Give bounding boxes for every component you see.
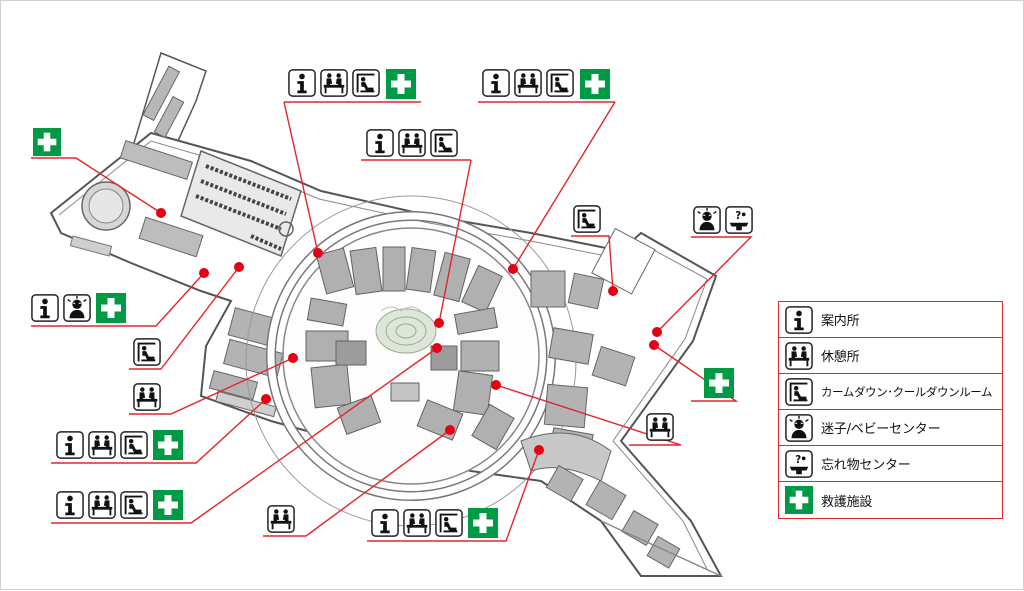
callout-west-calmdown[interactable] xyxy=(133,338,161,366)
dot-east-lost[interactable] xyxy=(652,327,662,337)
calmdown-icon xyxy=(785,378,813,406)
dot-center-north[interactable] xyxy=(434,318,444,328)
legend-row-calmdown: カームダウン･クールダウンルーム xyxy=(779,374,1002,410)
legend-row-first-aid: 救護施設 xyxy=(779,482,1002,518)
dot-west-lost-child[interactable] xyxy=(199,268,209,278)
first-aid-icon xyxy=(785,486,813,514)
rest-icon xyxy=(133,383,161,411)
calmdown-icon xyxy=(352,69,380,97)
first-aid-icon xyxy=(96,293,126,323)
leader-lines xyxy=(31,101,753,542)
calmdown-icon xyxy=(120,491,148,519)
info-icon xyxy=(56,491,84,519)
callout-west-gate-first-aid[interactable] xyxy=(33,128,61,156)
rest-icon xyxy=(320,69,348,97)
dot-south-west-hub[interactable] xyxy=(261,394,271,404)
dot-west-first-aid[interactable] xyxy=(156,208,166,218)
callout-center-north-info[interactable] xyxy=(366,129,458,157)
info-icon xyxy=(366,129,394,157)
legend-label: 案内所 xyxy=(821,314,860,329)
legend-row-lost-item: 忘れ物センター xyxy=(779,446,1002,482)
callout-north-east-info-hub[interactable] xyxy=(482,69,610,99)
legend-label: カームダウン･クールダウンルーム xyxy=(821,384,993,399)
callout-east-first-aid[interactable] xyxy=(704,368,734,398)
callout-east-lost-center[interactable] xyxy=(693,206,753,234)
dot-west-rest[interactable] xyxy=(288,353,298,363)
first-aid-icon xyxy=(153,490,183,520)
calmdown-icon xyxy=(133,338,161,366)
calmdown-icon xyxy=(430,129,458,157)
callout-south-west-info-hub[interactable] xyxy=(56,430,183,460)
callout-east-rest[interactable] xyxy=(646,413,674,441)
calmdown-icon xyxy=(120,431,148,459)
dot-north-east-hub[interactable] xyxy=(508,264,518,274)
rest-icon xyxy=(267,505,295,533)
rest-icon xyxy=(785,342,813,370)
legend-label: 救護施設 xyxy=(821,494,873,510)
calmdown-icon xyxy=(435,509,463,537)
lost-child-icon xyxy=(63,294,91,322)
legend-label: 迷子/ベビーセンター xyxy=(821,422,941,437)
location-dots xyxy=(156,208,662,455)
dot-west-calmdown[interactable] xyxy=(234,262,244,272)
lost-item-icon xyxy=(785,450,813,478)
rest-icon xyxy=(398,129,426,157)
bus-terminal xyxy=(180,150,302,257)
dot-center[interactable] xyxy=(432,343,442,353)
callout-west-info-lost-child[interactable] xyxy=(31,293,126,323)
legend-row-rest: 休憩所 xyxy=(779,338,1002,374)
rest-icon xyxy=(88,491,116,519)
first-aid-icon xyxy=(386,69,416,99)
legend-row-info: 案内所 xyxy=(779,302,1002,338)
dot-south-hub[interactable] xyxy=(534,445,544,455)
first-aid-icon xyxy=(33,128,61,156)
callout-south-info-hub[interactable] xyxy=(371,508,498,538)
calmdown-icon xyxy=(573,205,601,233)
first-aid-icon xyxy=(580,69,610,99)
legend: 案内所 休憩所 カームダウン･クールダウンルーム 迷子/ベビーセンター 忘れ物セ… xyxy=(778,301,1003,519)
dot-center-rest[interactable] xyxy=(445,425,455,435)
legend-label: 忘れ物センター xyxy=(821,458,911,473)
callout-east-calmdown[interactable] xyxy=(573,205,601,233)
lost-child-icon xyxy=(693,206,721,234)
rest-icon xyxy=(646,413,674,441)
info-icon xyxy=(288,69,316,97)
rest-icon xyxy=(403,509,431,537)
dot-north-hub[interactable] xyxy=(313,248,323,258)
pavilions xyxy=(305,246,515,451)
callout-center-rest[interactable] xyxy=(267,505,295,533)
legend-label: 休憩所 xyxy=(821,350,860,365)
info-icon xyxy=(785,306,813,334)
dot-east-first-aid[interactable] xyxy=(649,340,659,350)
south-east-gate xyxy=(520,432,722,577)
west-wing-buildings xyxy=(208,307,284,418)
info-icon xyxy=(371,509,399,537)
lost-item-icon xyxy=(725,206,753,234)
first-aid-icon xyxy=(468,508,498,538)
west-plaza xyxy=(69,65,204,258)
rest-icon xyxy=(88,431,116,459)
callout-west-rest[interactable] xyxy=(133,383,161,411)
first-aid-icon xyxy=(704,368,734,398)
callout-north-info-hub[interactable] xyxy=(288,69,416,99)
info-icon xyxy=(31,294,59,322)
rest-icon xyxy=(514,69,542,97)
lost-child-icon xyxy=(785,414,813,442)
legend-row-lost-child: 迷子/ベビーセンター xyxy=(779,410,1002,446)
info-icon xyxy=(56,431,84,459)
callout-south-west-info-hub-2[interactable] xyxy=(56,490,183,520)
info-icon xyxy=(482,69,510,97)
first-aid-icon xyxy=(153,430,183,460)
calmdown-icon xyxy=(546,69,574,97)
dot-east-calmdown[interactable] xyxy=(608,286,618,296)
central-forest xyxy=(375,306,437,354)
dot-east-rest[interactable] xyxy=(491,380,501,390)
